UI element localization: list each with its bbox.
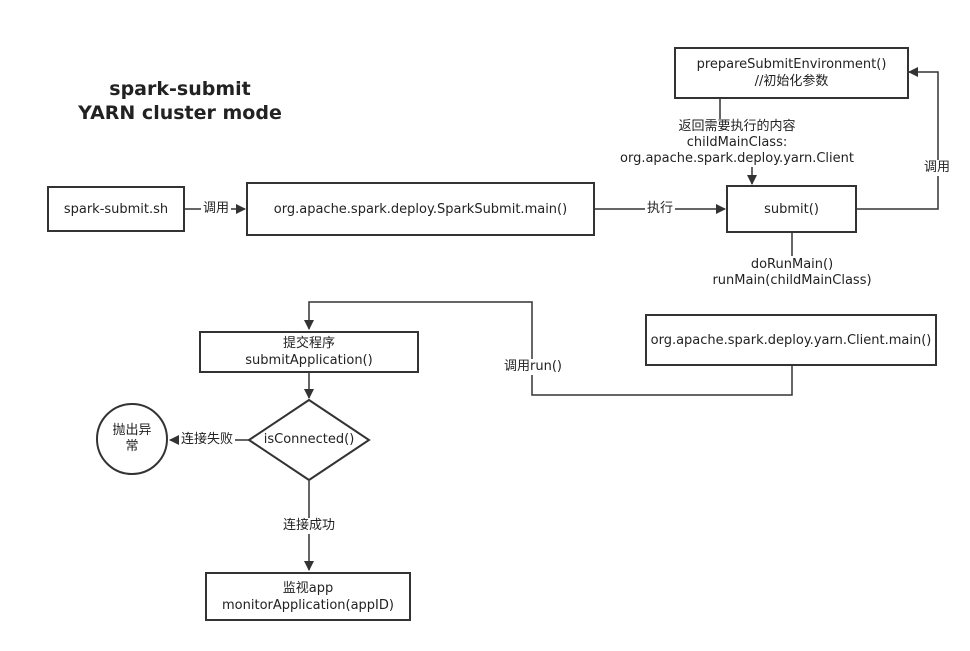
- node-submit-label: submit(): [764, 201, 819, 217]
- edge-submit-to-prepare: [857, 67, 939, 210]
- node-prepare-environment: prepareSubmitEnvironment() //初始化参数: [674, 47, 909, 99]
- edge-label-call-run: 调用run(): [502, 359, 564, 375]
- edge-label-connect-fail: 连接失败: [179, 432, 236, 448]
- edge-label-connect-success: 连接成功: [281, 518, 338, 534]
- edge-label-return: 返回需要执行的内容 childMainClass: org.apache.spa…: [606, 119, 868, 167]
- edge-label-return-line3: org.apache.spark.deploy.yarn.Client: [620, 151, 854, 166]
- node-sparksubmit-main: org.apache.spark.deploy.SparkSubmit.main…: [246, 182, 595, 236]
- edge-label-do-run-main: doRunMain() runMain(childMainClass): [700, 257, 884, 289]
- node-spark-submit-sh-label: spark-submit.sh: [63, 201, 169, 217]
- node-monitor-application: 监视app monitorApplication(appID): [205, 572, 411, 621]
- edge-label-call: 调用: [201, 201, 232, 217]
- edge-label-do-run-main-line1: doRunMain(): [750, 257, 834, 272]
- node-submit-application: 提交程序 submitApplication(): [199, 331, 419, 373]
- node-throw-exception-label: 抛出异常: [112, 423, 152, 454]
- edge-label-return-line1: 返回需要执行的内容: [678, 119, 796, 134]
- node-spark-submit-sh: spark-submit.sh: [47, 186, 185, 232]
- node-submit-application-line1: 提交程序: [282, 336, 335, 351]
- edge-label-return-line2: childMainClass:: [686, 135, 788, 150]
- node-client-main: org.apache.spark.deploy.yarn.Client.main…: [645, 314, 937, 366]
- node-monitor-application-line2: monitorApplication(appID): [222, 597, 394, 613]
- node-prepare-environment-line2: //初始化参数: [754, 74, 829, 89]
- decision-diamond: [247, 398, 371, 482]
- node-submit-application-line2: submitApplication(): [245, 353, 373, 368]
- diagram-title: spark-submit YARN cluster mode: [60, 77, 300, 125]
- node-is-connected-label: isConnected(): [263, 432, 355, 447]
- node-prepare-environment-line1: prepareSubmitEnvironment(): [696, 57, 887, 72]
- node-throw-exception: 抛出异常: [96, 403, 168, 475]
- node-submit: submit(): [726, 185, 857, 233]
- node-client-main-label: org.apache.spark.deploy.yarn.Client.main…: [650, 332, 932, 348]
- edge-client-to-submitapp: [304, 301, 793, 396]
- node-sparksubmit-main-label: org.apache.spark.deploy.SparkSubmit.main…: [273, 201, 568, 217]
- title-line2: YARN cluster mode: [78, 102, 282, 124]
- edge-label-call-prepare: 调用: [922, 160, 953, 176]
- node-monitor-application-line1: 监视app: [282, 580, 334, 596]
- edge-label-execute: 执行: [645, 201, 676, 217]
- edge-label-do-run-main-line2: runMain(childMainClass): [712, 273, 872, 288]
- title-line1: spark-submit: [109, 78, 251, 100]
